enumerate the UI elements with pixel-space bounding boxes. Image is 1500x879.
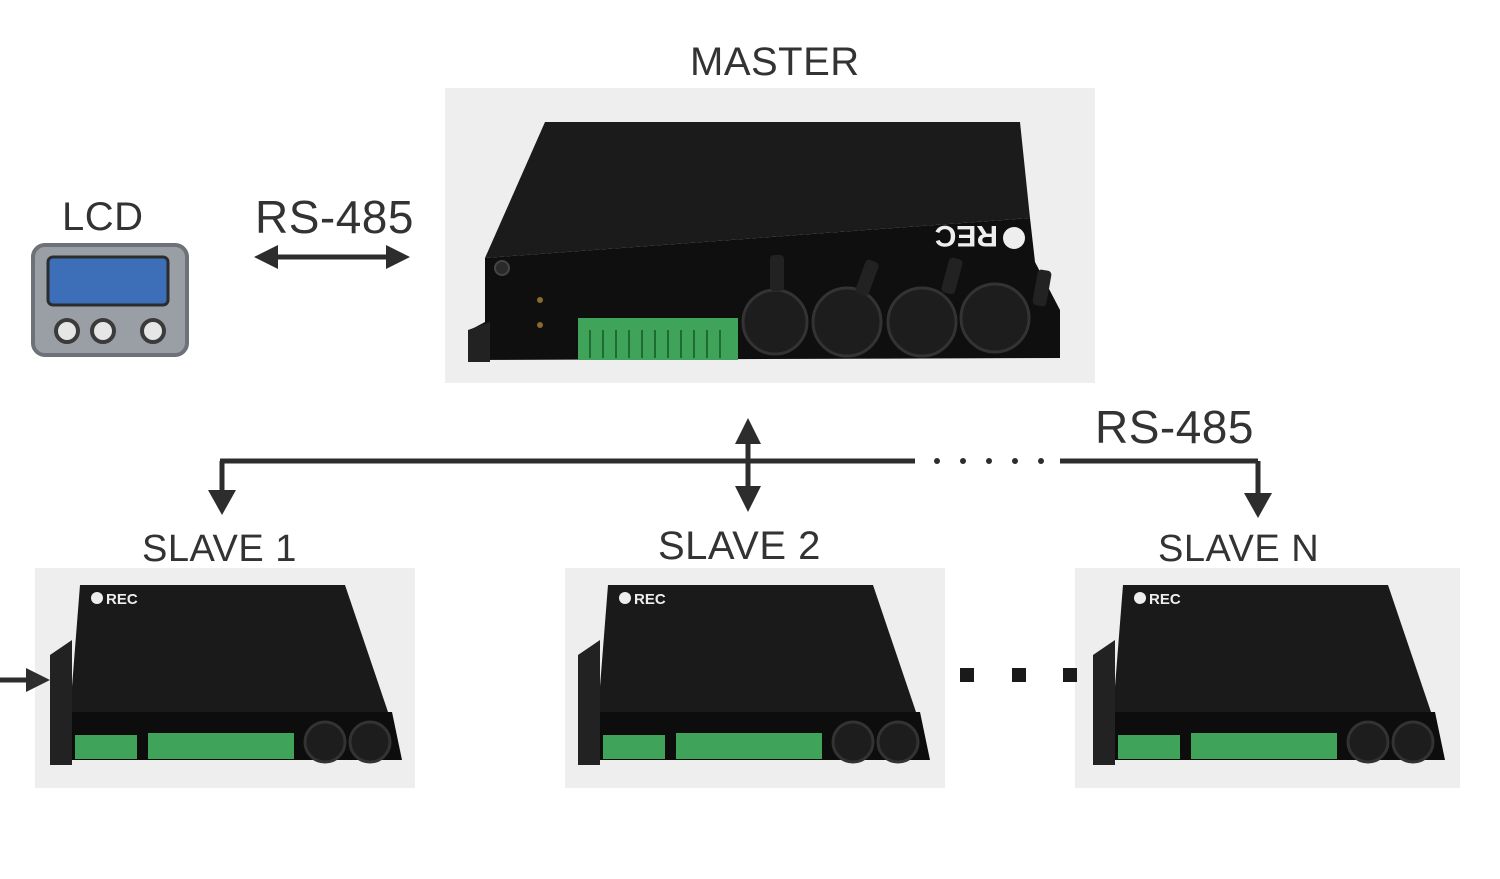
rs485-lcd-master-arrow [254,245,410,269]
slave-1-device: REC [50,585,402,765]
slave-2-device: REC [578,585,930,765]
rs485-bus [0,418,1272,692]
rs485-bus-label: RS-485 [1095,401,1254,453]
slave-1-label: SLAVE 1 [142,528,297,570]
master-brand-text: REC [935,219,998,252]
lcd-label: LCD [62,195,144,239]
master-rec-logo: REC [935,219,1025,252]
rs485-lcd-master-label: RS-485 [255,191,414,243]
master-label: MASTER [690,40,860,84]
slave-2-label: SLAVE 2 [658,524,821,568]
slave-1-brand-text: REC [106,591,138,608]
slave-n-device: REC [1093,585,1445,765]
master-device: REC [468,122,1060,362]
slave-n-label: SLAVE N [1158,528,1320,570]
ellipsis-dots [960,668,1077,682]
lcd-device [31,243,189,357]
slave-n-brand-text: REC [1149,591,1181,608]
slave-2-brand-text: REC [634,591,666,608]
